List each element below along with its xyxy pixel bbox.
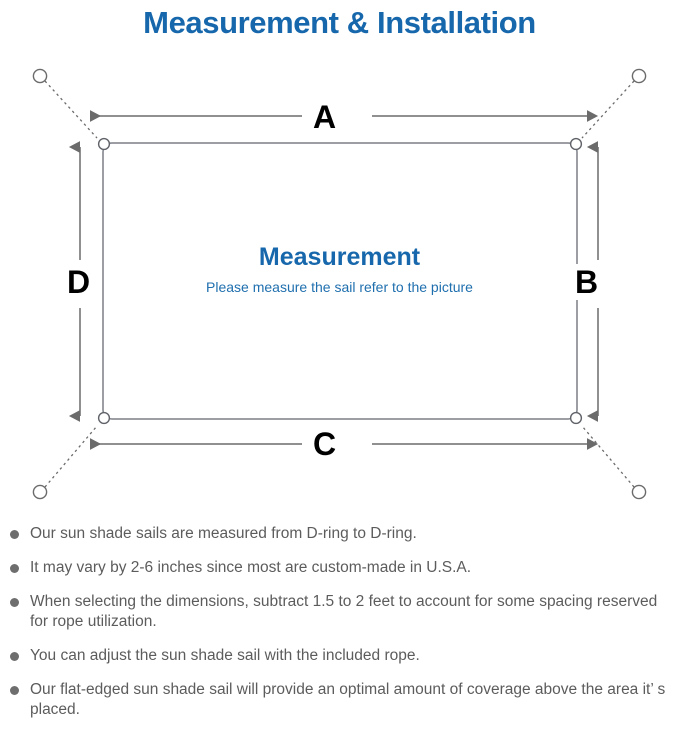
d-ring-bottom-left [97, 411, 111, 425]
anchor-points [32, 68, 647, 500]
list-item: Our flat-edged sun shade sail will provi… [0, 680, 679, 720]
rope-top-left [44, 80, 98, 139]
dimension-label-d: D [60, 264, 98, 300]
bullet-icon [10, 530, 19, 539]
rope-bottom-right [581, 425, 635, 488]
diagram-svg [32, 68, 647, 500]
list-item: You can adjust the sun shade sail with t… [0, 646, 679, 666]
d-ring-top-left [97, 137, 111, 151]
list-item-text: You can adjust the sun shade sail with t… [30, 647, 420, 664]
diagram-center-subtext: Please measure the sail refer to the pic… [206, 279, 473, 295]
page-title: Measurement & Installation [143, 5, 536, 40]
measurement-diagram: A B C D Measurement Please measure the s… [0, 52, 679, 512]
notes-list: Our sun shade sails are measured from D-… [0, 524, 679, 734]
list-item-text: It may vary by 2-6 inches since most are… [30, 559, 472, 576]
dimension-label-b: B [568, 264, 606, 300]
anchor-point-top-left [32, 68, 48, 84]
bullet-icon [10, 564, 19, 573]
bullet-icon [10, 686, 19, 695]
list-item: It may vary by 2-6 inches since most are… [0, 558, 679, 578]
list-item-text: Our sun shade sails are measured from D-… [30, 525, 417, 542]
anchor-point-bottom-right [631, 484, 647, 500]
rope-bottom-left [44, 425, 98, 488]
d-ring-top-right [569, 137, 583, 151]
dimension-label-c: C [306, 426, 344, 462]
d-rings [97, 137, 583, 425]
anchor-point-bottom-left [32, 484, 48, 500]
diagram-center-heading: Measurement [258, 243, 421, 271]
list-item: When selecting the dimensions, subtract … [0, 592, 679, 632]
bullet-icon [10, 652, 19, 661]
list-item-text: Our flat-edged sun shade sail will provi… [30, 681, 666, 718]
d-ring-bottom-right [569, 411, 583, 425]
dimension-label-a: A [306, 99, 344, 135]
list-item-text: When selecting the dimensions, subtract … [30, 593, 658, 630]
bullet-icon [10, 598, 19, 607]
anchor-ropes [44, 80, 635, 488]
list-item: Our sun shade sails are measured from D-… [0, 524, 679, 544]
rope-top-right [581, 80, 635, 139]
anchor-point-top-right [631, 68, 647, 84]
